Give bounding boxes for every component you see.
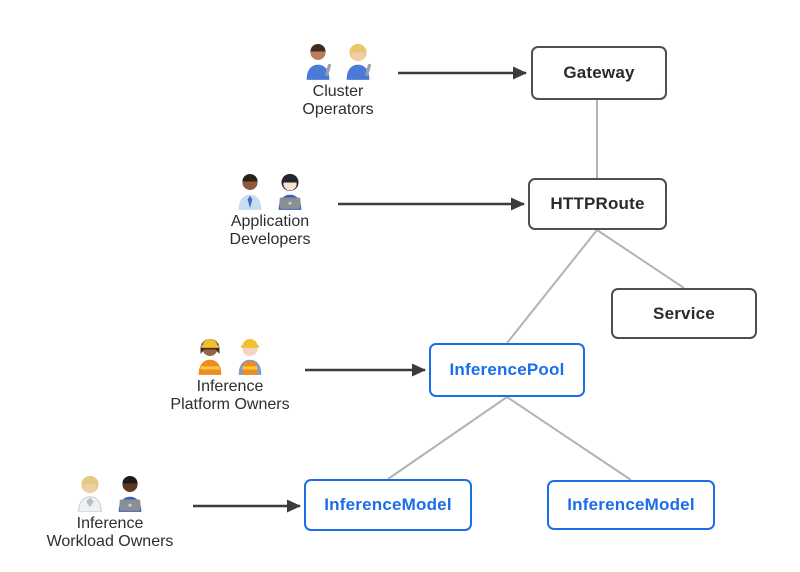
cluster-operators-emoji	[301, 38, 375, 80]
persona-cluster-operators: Cluster Operators	[253, 38, 423, 119]
man-mechanic-emoji	[306, 43, 331, 80]
inference-workload-owners-label-line2: Workload Owners	[46, 533, 174, 550]
man-construction-worker-emoji	[238, 338, 262, 375]
man-technologist-emoji	[118, 475, 142, 512]
httproute-box: HTTPRoute	[528, 178, 667, 230]
httproute-label: HTTPRoute	[550, 194, 645, 213]
connector-httproute-inferencepool	[506, 229, 598, 344]
inferencemodel-right-label: InferenceModel	[567, 495, 695, 514]
inference-platform-owners-label-line2: Platform Owners	[170, 396, 290, 413]
gateway-box: Gateway	[531, 46, 667, 100]
connector-inferencepool-inferencemodel-right	[506, 396, 632, 481]
service-label: Service	[653, 303, 715, 323]
cluster-operators-label-line1: Cluster	[312, 83, 364, 100]
connector-httproute-service	[596, 229, 685, 289]
persona-inference-workload-owners: Inference Workload Owners	[25, 470, 195, 551]
service-box: Service	[611, 288, 757, 339]
application-developers-emoji	[233, 168, 307, 210]
woman-technologist-emoji	[278, 173, 302, 210]
inferencemodel-left-label: InferenceModel	[324, 495, 452, 514]
inferencepool-label: InferencePool	[449, 360, 565, 379]
inferencemodel-right-box: InferenceModel	[547, 480, 715, 530]
application-developers-label-line2: Developers	[229, 231, 311, 248]
woman-health-worker-emoji	[78, 475, 102, 512]
man-office-worker-emoji	[238, 173, 262, 210]
inferencemodel-left-box: InferenceModel	[304, 479, 472, 531]
inference-workload-owners-label-line1: Inference	[76, 515, 144, 532]
persona-application-developers: Application Developers	[185, 168, 355, 249]
inference-platform-owners-label-line1: Inference	[196, 378, 264, 395]
inference-platform-owners-emoji	[193, 333, 267, 375]
inference-workload-owners-emoji	[73, 470, 147, 512]
application-developers-label-line1: Application	[230, 213, 310, 230]
cluster-operators-label-line2: Operators	[302, 101, 374, 118]
gateway-label: Gateway	[563, 63, 635, 82]
inferencepool-box: InferencePool	[429, 343, 585, 397]
woman-construction-worker-emoji	[198, 338, 222, 375]
woman-mechanic-emoji	[346, 43, 371, 80]
connector-inferencepool-inferencemodel-left	[387, 396, 508, 480]
persona-inference-platform-owners: Inference Platform Owners	[145, 333, 315, 414]
